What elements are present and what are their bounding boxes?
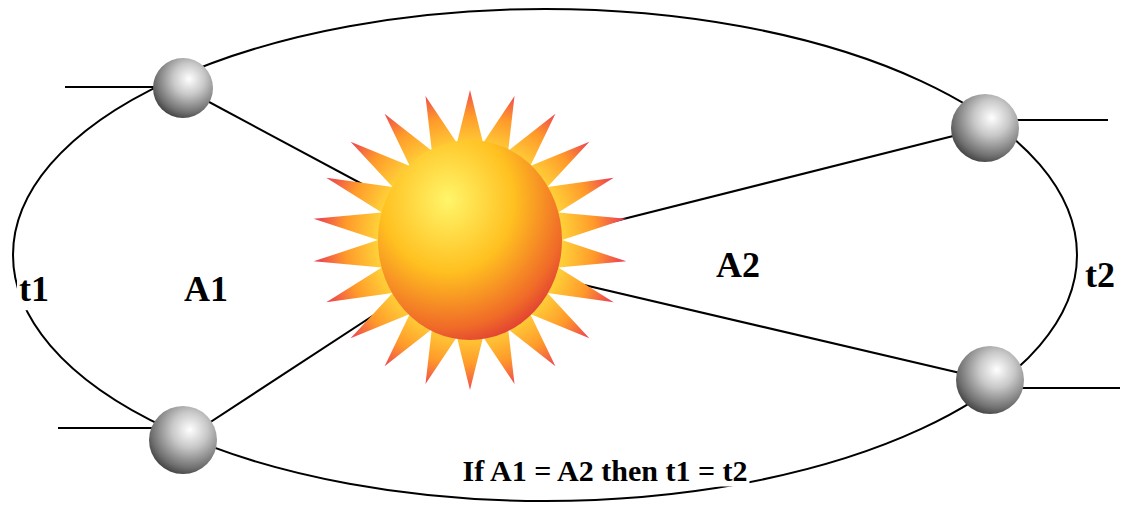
time-label: t1 (17, 270, 51, 310)
radius-lines (183, 88, 990, 440)
planet (951, 94, 1019, 162)
tick-lines (58, 87, 1120, 428)
orbit-ellipse (13, 9, 1077, 501)
planets (149, 58, 1024, 474)
sun-illustration (314, 90, 627, 390)
planet (149, 406, 217, 474)
planet (956, 346, 1024, 414)
sun-rays (314, 90, 627, 390)
area-label: A2 (714, 246, 762, 286)
area-label: A1 (182, 270, 230, 310)
time-label: t2 (1083, 256, 1117, 296)
planet (153, 58, 213, 118)
sun-body (378, 140, 562, 340)
law-statement: If A1 = A2 then t1 = t2 (460, 454, 749, 487)
